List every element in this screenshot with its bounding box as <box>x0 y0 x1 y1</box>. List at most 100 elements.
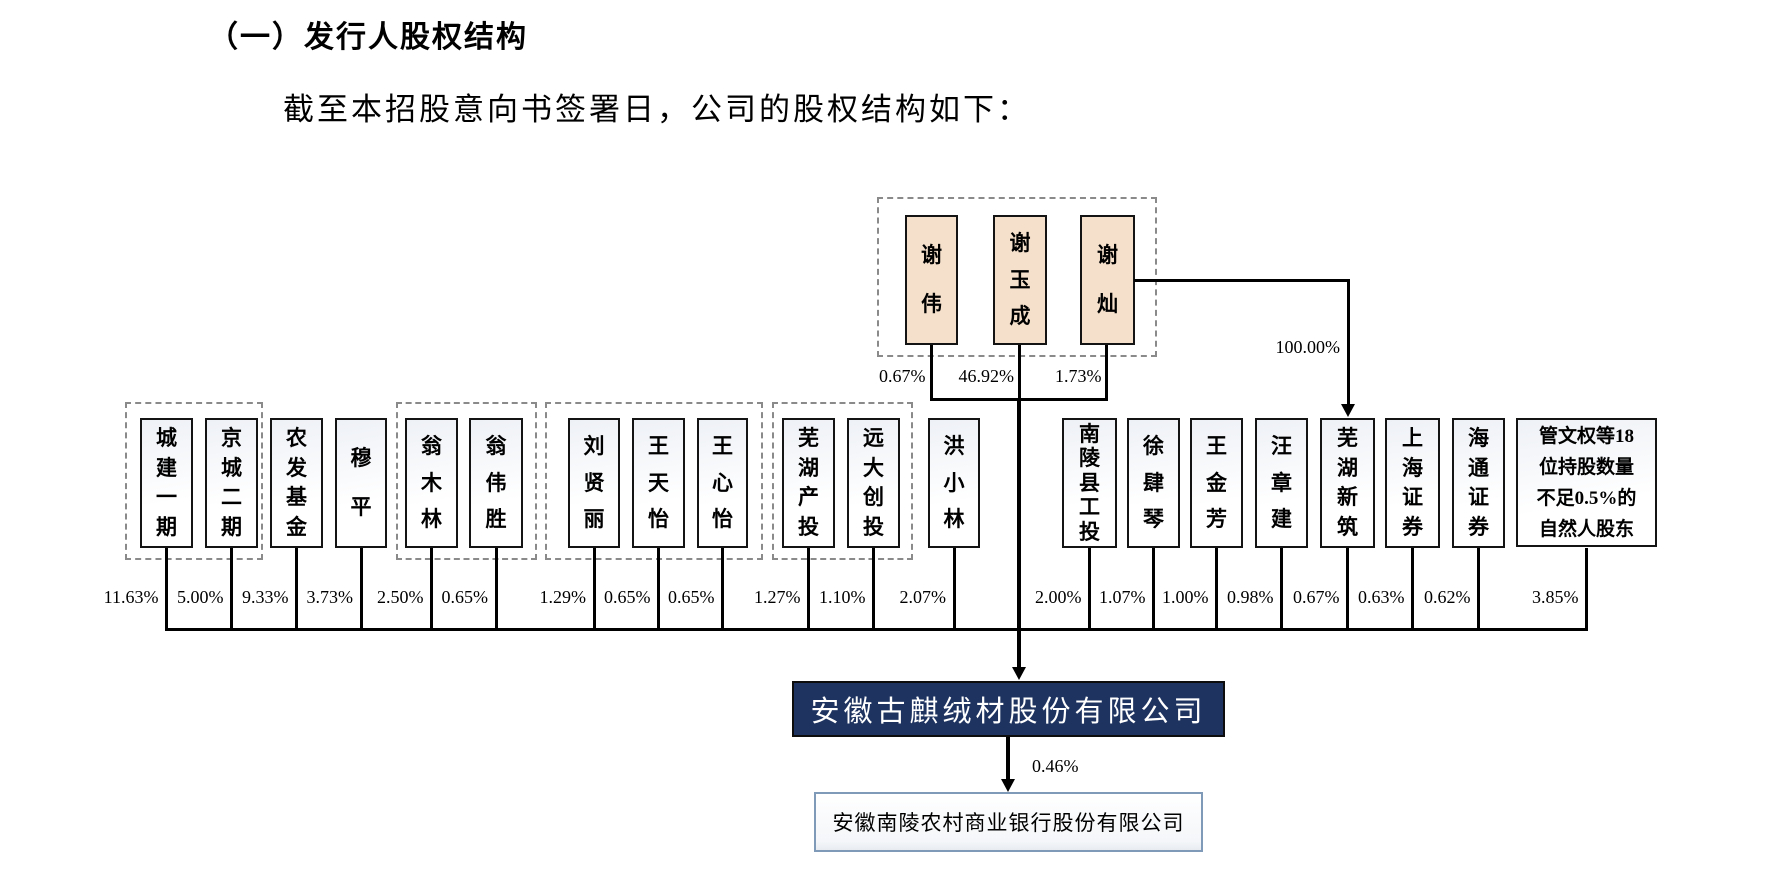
shareholder-name-char: 胜 <box>485 507 507 532</box>
subsidiary-bank-box: 安徽南陵农村商业银行股份有限公司 <box>814 792 1203 852</box>
shareholder-percent-5: 0.65% <box>441 587 489 607</box>
label-company-bank-percent: 0.46% <box>1032 756 1079 776</box>
shareholder-name-char: 刘 <box>583 433 605 458</box>
shareholder-name-char: 基 <box>286 485 307 510</box>
subsidiary-bank-name: 安徽南陵农村商业银行股份有限公司 <box>832 811 1185 835</box>
shareholder-name-char: 汪 <box>1271 433 1292 458</box>
controller-name-char: 谢 <box>1009 230 1031 255</box>
shareholder-stem-2 <box>295 548 298 631</box>
controller-name-char: 成 <box>1009 304 1031 329</box>
controller-name-char: 灿 <box>1097 292 1118 316</box>
shareholder-stem-11 <box>952 548 956 631</box>
shareholder-name-char: 工 <box>1079 495 1100 519</box>
shareholder-percent-0: 11.63% <box>103 587 159 607</box>
controller-name-char: 伟 <box>921 292 942 316</box>
shareholder-box-徐肆琴: 徐肆琴 <box>1127 418 1180 548</box>
shareholder-stem-17 <box>1411 548 1414 631</box>
shareholder-box-海通证券: 海通证券 <box>1452 418 1505 548</box>
shareholder-stem-5 <box>494 548 498 631</box>
shareholder-box-穆平: 穆平 <box>335 418 387 548</box>
shareholder-name-char: 券 <box>1468 514 1489 539</box>
shareholder-name-char: 一 <box>156 485 177 510</box>
shareholder-stem-0 <box>165 548 168 631</box>
shareholder-percent-19: 3.85% <box>1532 587 1579 607</box>
shareholder-name-char: 湖 <box>798 455 819 480</box>
shareholder-name-char: 建 <box>156 455 177 480</box>
label-xiecan-wuhuxinzhu-percent: 100.00% <box>1275 337 1341 357</box>
shareholder-name-char: 肆 <box>1143 470 1164 495</box>
shareholder-stem-12 <box>1088 548 1091 631</box>
shareholder-name-char: 农 <box>286 426 307 451</box>
shareholder-stem-9 <box>807 548 810 631</box>
shareholder-name-char: 丽 <box>583 507 605 532</box>
shareholder-name-char: 洪 <box>943 433 965 458</box>
shareholder-name-char: 金 <box>286 514 307 539</box>
shareholder-percent-9: 1.27% <box>754 587 801 607</box>
shareholder-name-char: 芜 <box>1337 426 1358 451</box>
shareholder-box-王金芳: 王金芳 <box>1190 418 1243 548</box>
shareholder-name-char: 天 <box>648 470 669 495</box>
shareholder-box-远大创投: 远大创投 <box>847 418 900 548</box>
section-heading: （一）发行人股权结构 <box>208 21 528 54</box>
shareholder-box-刘贤丽: 刘贤丽 <box>568 418 620 548</box>
shareholder-name-char: 怡 <box>712 507 733 532</box>
dashed-group-rect-2 <box>396 402 537 560</box>
shareholder-name-char: 心 <box>712 470 733 495</box>
small-holders-text-line: 自然人股东 <box>1538 518 1634 540</box>
connector-xiecan-branch-vertical <box>1347 279 1350 405</box>
shareholder-name-char: 林 <box>421 507 442 532</box>
shareholder-stem-4 <box>430 548 433 631</box>
shareholder-stem-16 <box>1346 548 1349 631</box>
dashed-group-rect-4 <box>772 402 913 560</box>
shareholder-stem-1 <box>230 548 233 631</box>
controller-percent-谢玉成: 46.92% <box>958 366 1015 386</box>
controller-box-谢玉成: 谢玉成 <box>993 215 1047 345</box>
shareholder-stem-14 <box>1215 548 1218 631</box>
shareholder-name-char: 筑 <box>1337 514 1358 539</box>
shareholder-name-char: 远 <box>863 426 884 451</box>
connector-xieyucheng-stem <box>1018 345 1021 398</box>
shareholder-name-char: 创 <box>863 485 884 510</box>
shareholder-name-char: 海 <box>1402 455 1423 480</box>
shareholder-percent-14: 1.00% <box>1162 587 1209 607</box>
shareholder-name-char: 小 <box>943 470 965 495</box>
shareholder-name-char: 城 <box>221 455 242 480</box>
shareholder-box-翁木林: 翁木林 <box>405 418 458 548</box>
connector-xiecan-branch-horizontal <box>1134 279 1350 282</box>
shareholder-name-char: 城 <box>156 426 177 451</box>
dashed-group-rect-0 <box>877 197 1157 357</box>
controller-percent-谢伟: 0.67% <box>879 366 926 386</box>
controller-box-谢伟: 谢伟 <box>905 215 958 345</box>
shareholder-name-char: 金 <box>1206 470 1227 495</box>
shareholder-name-char: 徐 <box>1143 433 1164 458</box>
shareholder-name-char: 琴 <box>1143 507 1164 532</box>
shareholder-name-char: 木 <box>421 470 442 495</box>
shareholder-name-char: 二 <box>221 485 242 510</box>
shareholder-name-char: 投 <box>798 514 819 539</box>
arrowhead-into-company <box>1012 667 1026 680</box>
shareholder-percent-4: 2.50% <box>377 587 424 607</box>
shareholder-name-char: 王 <box>1206 433 1227 458</box>
shareholder-percent-10: 1.10% <box>819 587 866 607</box>
shareholder-box-汪章建: 汪章建 <box>1255 418 1308 548</box>
shareholder-name-char: 投 <box>1079 519 1100 544</box>
connector-xiecan-stem <box>1105 345 1108 398</box>
dashed-group-rect-3 <box>545 402 763 560</box>
controller-name-char: 谢 <box>921 243 942 267</box>
arrowhead-into-wuhuxinzhu <box>1341 404 1355 417</box>
shareholder-name-char: 芜 <box>798 426 819 451</box>
shareholder-percent-18: 0.62% <box>1424 587 1471 607</box>
shareholder-stem-3 <box>359 548 363 631</box>
shareholder-box-芜湖产投: 芜湖产投 <box>782 418 835 548</box>
shareholder-name-char: 大 <box>863 455 884 480</box>
shareholder-stem-8 <box>721 548 724 631</box>
shareholder-name-char: 券 <box>1402 514 1423 539</box>
shareholder-name-char: 证 <box>1468 485 1489 510</box>
shareholder-name-char: 怡 <box>648 507 669 532</box>
shareholder-percent-2: 9.33% <box>242 587 289 607</box>
issuer-company-name: 安徽古麒绒材股份有限公司 <box>810 696 1207 728</box>
shareholder-box-上海证券: 上海证券 <box>1385 418 1440 548</box>
